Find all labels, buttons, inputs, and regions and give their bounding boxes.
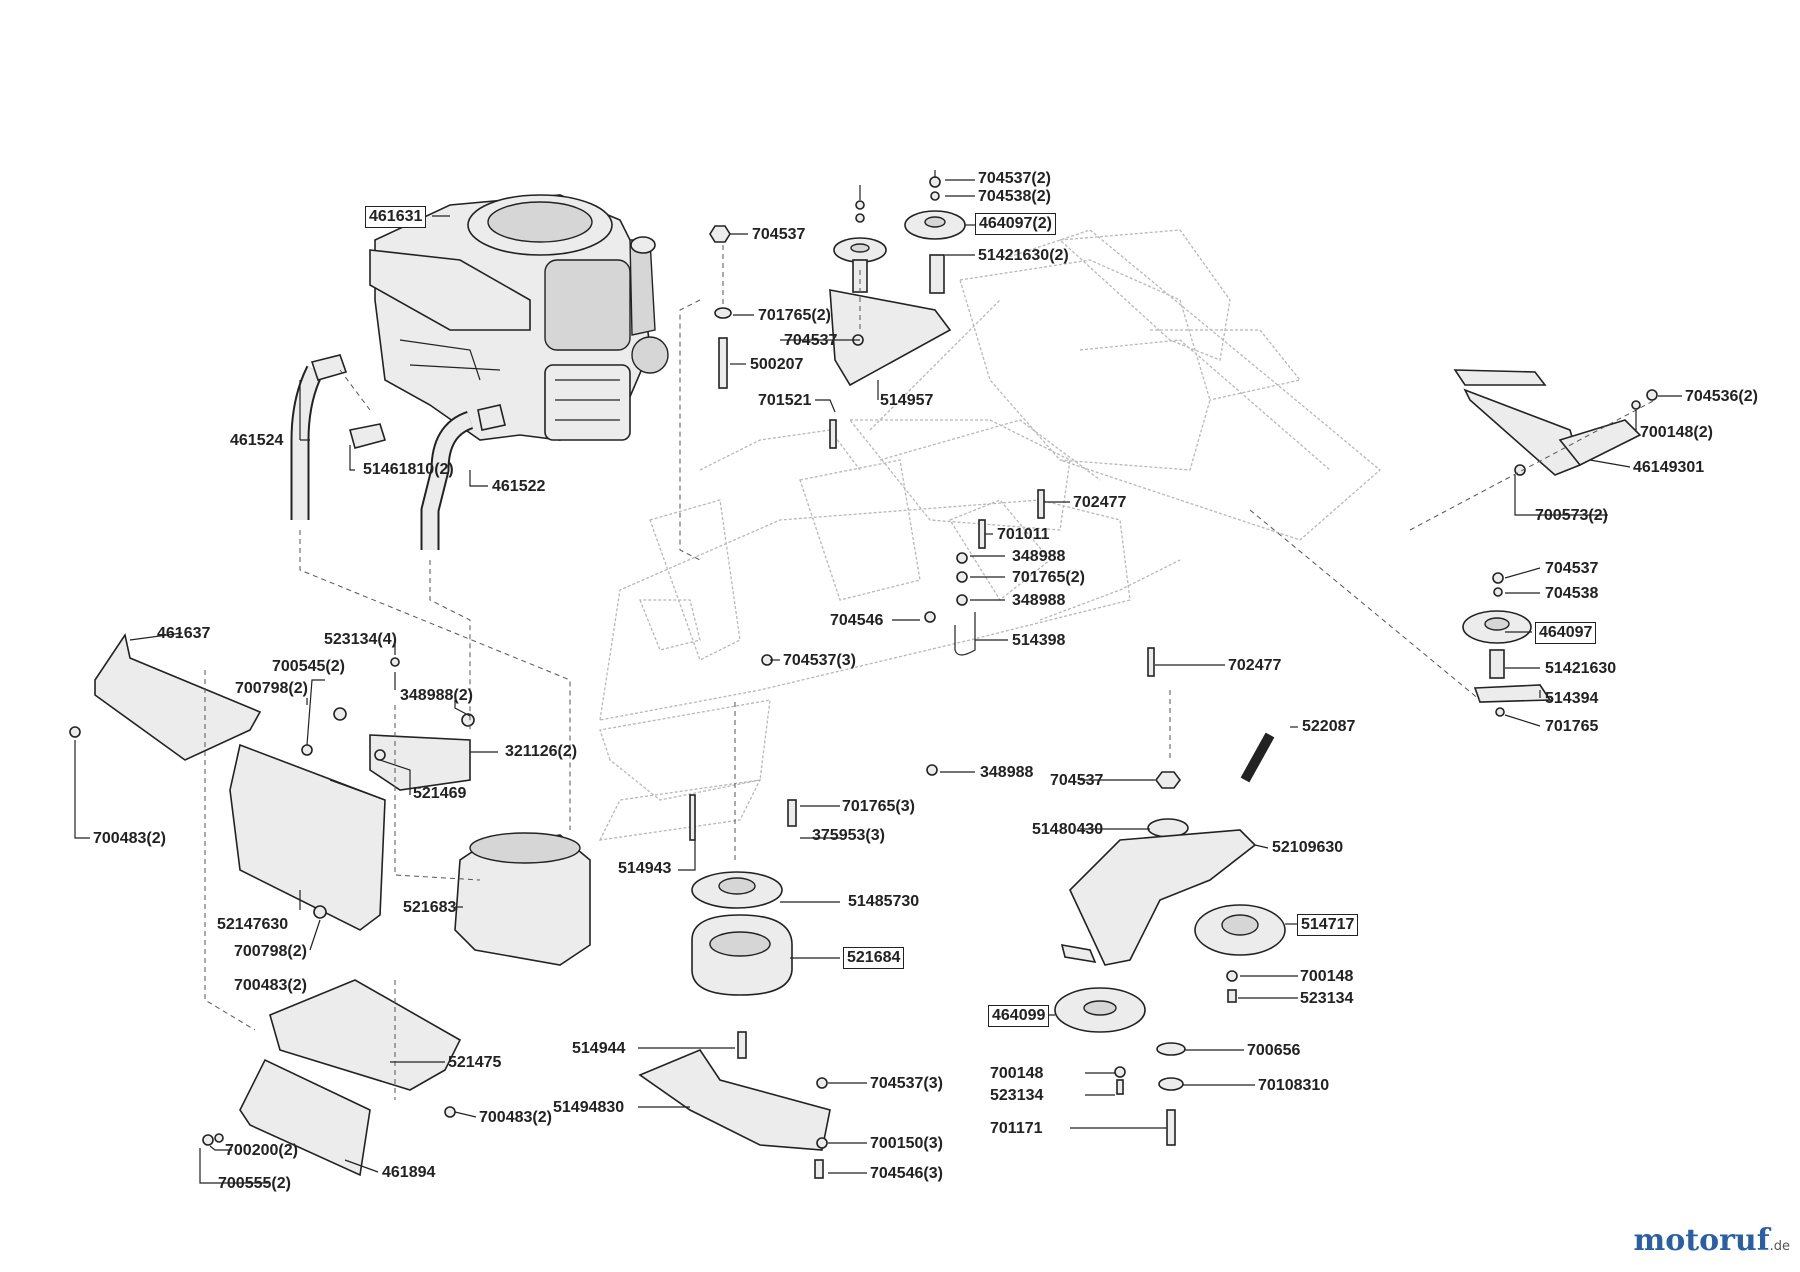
part-label-704546-3: 704546(3)	[870, 1165, 943, 1182]
part-label-52109630: 52109630	[1272, 839, 1344, 856]
part-label-514398: 514398	[1012, 632, 1066, 649]
part-label-461637: 461637	[157, 625, 211, 642]
shield-upper-left	[69, 632, 262, 761]
part-label-521683: 521683	[403, 899, 457, 916]
part-label-514957: 514957	[880, 392, 934, 409]
part-label-375953-3: 375953(3)	[812, 827, 885, 844]
exhaust-pipe-left	[290, 354, 387, 520]
logo-tld: .de	[1769, 1239, 1790, 1254]
part-label-51485730: 51485730	[848, 893, 920, 910]
part-label-514717: 514717	[1297, 914, 1359, 936]
part-label-521469: 521469	[413, 785, 467, 802]
shield-middle-left	[229, 657, 475, 931]
part-label-521475: 521475	[448, 1054, 502, 1071]
part-label-521684: 521684	[843, 947, 905, 969]
tractor-frame	[598, 229, 1382, 841]
part-label-464099: 464099	[988, 1005, 1050, 1027]
part-label-348988-a: 348988	[1012, 548, 1066, 565]
part-label-700200-2: 700200(2)	[225, 1142, 298, 1159]
tensioner-assembly	[1054, 732, 1286, 1146]
part-label-701765-c: 701765	[1545, 718, 1599, 735]
part-label-51421630-2: 51421630(2)	[978, 247, 1069, 264]
part-label-514943: 514943	[618, 860, 672, 877]
part-label-461522: 461522	[492, 478, 546, 495]
clutch-assembly	[638, 794, 831, 1179]
part-label-701011: 701011	[997, 526, 1050, 543]
part-label-702477-a: 702477	[1073, 494, 1127, 511]
part-label-500207: 500207	[750, 356, 804, 373]
part-label-51461810: 51461810(2)	[363, 461, 454, 478]
exhaust-pipe-right	[420, 404, 506, 550]
part-label-464097-2: 464097(2)	[975, 213, 1056, 235]
part-label-700483-2-a: 700483(2)	[93, 830, 166, 847]
bolts-column-left	[709, 225, 837, 449]
part-label-704546: 704546	[830, 612, 884, 629]
engine-assembly	[369, 194, 669, 441]
part-label-704537-d: 704537	[1050, 772, 1104, 789]
hardware-center	[761, 489, 1155, 776]
part-label-514394: 514394	[1545, 690, 1599, 707]
part-label-704538-2: 704538(2)	[978, 188, 1051, 205]
part-label-701171: 701171	[990, 1120, 1043, 1137]
part-label-704537-c: 704537	[1545, 560, 1599, 577]
idler-pulleys-top	[829, 170, 966, 387]
part-label-700148-2: 700148(2)	[1640, 424, 1713, 441]
part-label-51421630: 51421630	[1545, 660, 1617, 677]
logo-main: motoruf	[1633, 1223, 1770, 1258]
part-label-700483-2-c: 700483(2)	[479, 1109, 552, 1126]
part-label-704537-a: 704537	[752, 226, 806, 243]
part-label-51480430: 51480430	[1032, 821, 1104, 838]
part-label-523134-a: 523134	[1300, 990, 1354, 1007]
pulley-right	[1462, 572, 1552, 717]
part-label-348988-2: 348988(2)	[400, 687, 473, 704]
part-label-700656: 700656	[1247, 1042, 1301, 1059]
part-label-461524: 461524	[230, 432, 284, 449]
part-label-704537-3: 704537(3)	[783, 652, 856, 669]
part-label-70108310: 70108310	[1258, 1077, 1330, 1094]
part-label-461631: 461631	[365, 206, 427, 228]
part-label-702477-b: 702477	[1228, 657, 1282, 674]
pedal-bracket-right	[1453, 369, 1658, 476]
part-label-51494830: 51494830	[553, 1099, 625, 1116]
part-label-700483-2-b: 700483(2)	[234, 977, 307, 994]
part-label-700150-3: 700150(3)	[870, 1135, 943, 1152]
part-label-348988-c: 348988	[980, 764, 1034, 781]
part-label-704538: 704538	[1545, 585, 1599, 602]
part-label-704536-2: 704536(2)	[1685, 388, 1758, 405]
part-label-523134-b: 523134	[990, 1087, 1044, 1104]
part-label-704537-2: 704537(2)	[978, 170, 1051, 187]
part-label-522087: 522087	[1302, 718, 1356, 735]
reference-lines	[204, 245, 1656, 1100]
part-label-700148-b: 700148	[990, 1065, 1044, 1082]
muffler	[454, 832, 591, 966]
part-label-701765-a: 701765(2)	[758, 307, 831, 324]
leader-lines	[74, 179, 1682, 1184]
part-label-700148-a: 700148	[1300, 968, 1354, 985]
part-label-461894: 461894	[382, 1164, 436, 1181]
part-label-514944: 514944	[572, 1040, 626, 1057]
part-label-700545-2: 700545(2)	[272, 658, 345, 675]
part-label-701765-3: 701765(3)	[842, 798, 915, 815]
site-logo: motoruf.de	[1633, 1223, 1790, 1258]
part-label-52147630: 52147630	[217, 916, 289, 933]
part-label-704537-b: 704537	[784, 332, 838, 349]
part-label-700798-2-b: 700798(2)	[234, 943, 307, 960]
part-label-46149301: 46149301	[1633, 459, 1705, 476]
part-label-523134-4: 523134(4)	[324, 631, 397, 648]
part-label-700798-2-a: 700798(2)	[235, 680, 308, 697]
part-label-701521: 701521	[758, 392, 812, 409]
part-label-321126-2: 321126(2)	[505, 743, 578, 760]
part-label-348988-b: 348988	[1012, 592, 1066, 609]
part-label-464097: 464097	[1535, 622, 1597, 644]
part-label-704537-3-b: 704537(3)	[870, 1075, 943, 1092]
part-label-700573-2: 700573(2)	[1535, 507, 1608, 524]
part-label-701765-b: 701765(2)	[1012, 569, 1085, 586]
part-label-700555-2: 700555(2)	[218, 1175, 291, 1192]
